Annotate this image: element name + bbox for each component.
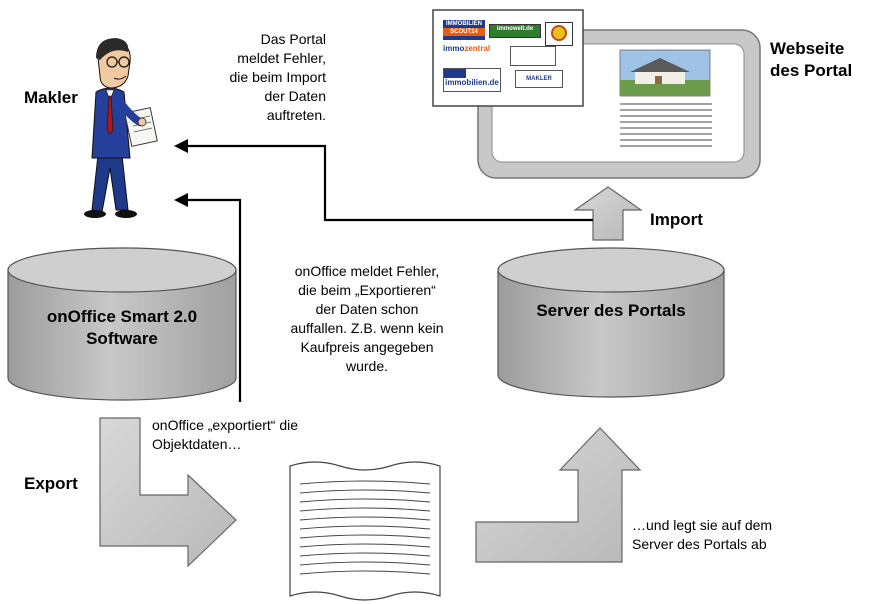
logo-text: zentral [464,44,491,53]
note-line: onOffice „exportiert“ die [152,417,299,433]
webseite-label-line: Webseite [770,39,845,58]
note-line: wurde. [345,358,389,374]
server-cylinder [497,247,725,398]
server-cylinder-label: Server des Portals [536,301,686,320]
portal-feedback-arrowhead [174,139,188,153]
note-line: auftreten. [266,107,326,123]
note-line: Objektdaten… [152,436,242,452]
note-line: der Daten [264,88,326,104]
logo-immobilien-de: immobilien.de [443,68,501,92]
upload-note: …und legt sie auf dem Server des Portals… [632,516,832,554]
cylinder-label-line: Software [86,329,158,348]
export-document [289,461,441,601]
import-arrow [573,186,643,241]
cylinder-label-line: onOffice Smart 2.0 [46,307,198,326]
note-line: onOffice meldet Fehler, [294,263,440,279]
onoffice-feedback-arrowhead [174,193,188,207]
ring-icon [551,25,567,41]
logo-text: immo [443,44,465,53]
portal-error-note: Das Portal meldet Fehler, die beim Impor… [180,30,326,125]
logo-text: SCOUT24 [443,28,485,36]
note-line: der Daten schon [315,301,419,317]
export-arrow [99,417,237,568]
note-line: die beim Import [229,69,326,85]
logo-small-portal [510,46,556,66]
portal-website-screen [432,9,761,179]
note-line: Das Portal [260,31,326,47]
note-line: Kaufpreis angegeben [300,339,434,355]
software-cylinder [7,247,237,401]
export-label: Export [24,474,78,493]
upload-arrow [475,427,642,563]
logo-immobilienscout: IMMOBILIEN SCOUT24 [443,20,485,40]
note-line: Server des Portals ab [632,536,767,552]
onoffice-feedback-line [186,198,242,402]
export-note: onOffice „exportiert“ die Objektdaten… [152,416,352,454]
portal-feedback-line [186,144,593,222]
logo-immozentral: immozentral [443,44,503,64]
onoffice-error-note: onOffice meldet Fehler, die beim „Export… [262,262,472,376]
logo-makler: MAKLER [515,70,563,88]
logo-ring [545,22,573,46]
import-label: Import [650,210,703,229]
makler-figure [84,38,158,218]
logo-immowelt: immowelt.de [489,24,541,38]
note-line: auffallen. Z.B. wenn kein [290,320,444,336]
makler-label: Makler [24,88,78,107]
logo-text: immobilien.de [445,78,499,87]
note-line: …und legt sie auf dem [632,517,773,533]
logo-text: IMMOBILIEN [446,21,482,27]
note-line: meldet Fehler, [237,50,326,66]
webseite-label-line: des Portal [770,61,853,80]
software-cylinder-label: onOffice Smart 2.0 Software [8,306,236,350]
arrows-icon [444,69,466,78]
note-line: die beim „Exportieren“ [298,282,436,298]
webseite-label: Webseite des Portal [770,38,852,82]
